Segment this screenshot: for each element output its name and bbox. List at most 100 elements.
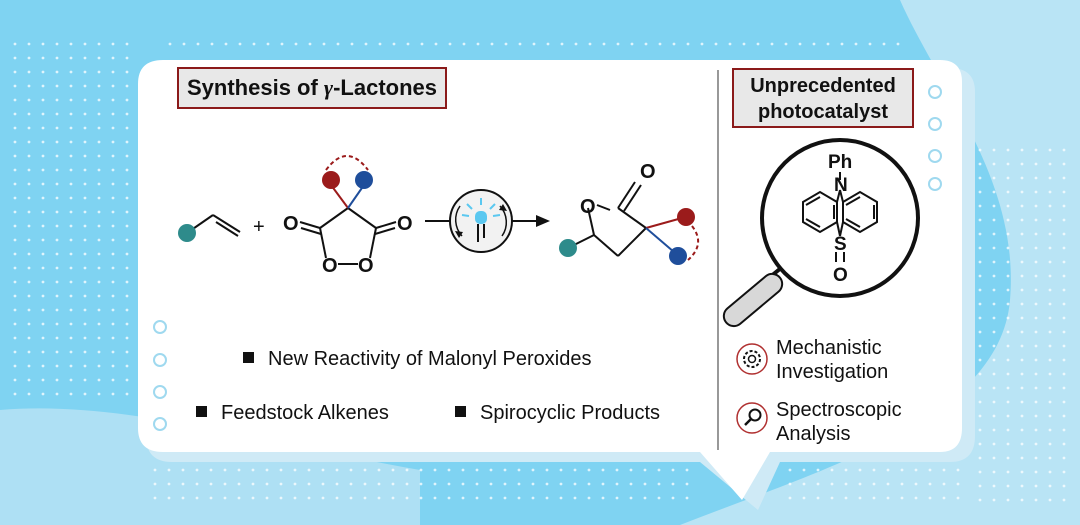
bullet-text: Spirocyclic Products (480, 402, 661, 424)
background-dot (1034, 148, 1038, 152)
background-dot (55, 42, 59, 46)
background-dot (111, 168, 115, 172)
background-dot (97, 154, 101, 158)
bullet-feedstock-alkenes: Feedstock Alkenes (196, 402, 389, 425)
background-dot (812, 42, 816, 46)
background-dot (1048, 288, 1052, 292)
background-dot (671, 468, 675, 472)
background-dot (111, 84, 115, 88)
background-dot (41, 322, 45, 326)
background-dot (1062, 316, 1066, 320)
background-dot (433, 496, 437, 500)
background-dot (27, 336, 31, 340)
background-dot (69, 70, 73, 74)
background-dot (69, 392, 73, 396)
background-dot (1062, 428, 1066, 432)
background-dot (182, 42, 186, 46)
feature-line2: Investigation (776, 361, 889, 383)
background-dot (13, 140, 17, 144)
background-dot (1006, 372, 1010, 376)
background-dot (97, 308, 101, 312)
background-dot (41, 266, 45, 270)
background-dot (181, 482, 185, 486)
background-dot (111, 378, 115, 382)
background-dot (1034, 218, 1038, 222)
background-dot (13, 322, 17, 326)
background-dot (125, 350, 129, 354)
background-dot (335, 482, 339, 486)
background-dot (992, 246, 996, 250)
background-dot (872, 468, 876, 472)
magnifier-icon (736, 402, 768, 434)
background-dot (125, 378, 129, 382)
background-dot (992, 428, 996, 432)
background-dot (587, 468, 591, 472)
background-dot (1020, 218, 1024, 222)
background-dot (55, 182, 59, 186)
background-dot (111, 350, 115, 354)
background-dot (601, 496, 605, 500)
background-dot (1020, 484, 1024, 488)
background-dot (83, 266, 87, 270)
background-dot (587, 496, 591, 500)
background-dot (728, 42, 732, 46)
background-dot (462, 42, 466, 46)
background-dot (978, 316, 982, 320)
background-dot (1006, 442, 1010, 446)
red-substituent (322, 171, 340, 189)
phenothiazine-sulfoxide (802, 172, 878, 262)
background-dot (13, 252, 17, 256)
background-dot (27, 98, 31, 102)
background-dot (978, 148, 982, 152)
background-dot (545, 482, 549, 486)
background-dot (125, 294, 129, 298)
background-dot (111, 266, 115, 270)
background-dot (111, 308, 115, 312)
background-dot (69, 210, 73, 214)
background-dot (69, 112, 73, 116)
background-dot (858, 496, 862, 500)
background-dot (992, 442, 996, 446)
background-dot (27, 56, 31, 60)
background-dot (1048, 246, 1052, 250)
background-dot (55, 322, 59, 326)
background-dot (1034, 428, 1038, 432)
background-dot (545, 496, 549, 500)
background-dot (1020, 204, 1024, 208)
background-dot (83, 336, 87, 340)
background-dot (992, 400, 996, 404)
background-dot (1020, 414, 1024, 418)
background-dot (978, 400, 982, 404)
background-dot (363, 468, 367, 472)
background-dot (13, 70, 17, 74)
background-dot (992, 232, 996, 236)
background-dot (1006, 386, 1010, 390)
background-dot (55, 126, 59, 130)
background-dot (55, 84, 59, 88)
background-dot (461, 482, 465, 486)
background-dot (69, 224, 73, 228)
background-dot (461, 468, 465, 472)
background-dot (83, 378, 87, 382)
background-dot (13, 378, 17, 382)
background-dot (111, 154, 115, 158)
background-dot (41, 84, 45, 88)
background-dot (125, 98, 129, 102)
background-dot (111, 252, 115, 256)
background-dot (224, 42, 228, 46)
bullet-spirocyclic-products: Spirocyclic Products (455, 402, 660, 425)
background-dot (321, 482, 325, 486)
background-dot (350, 42, 354, 46)
background-dot (97, 224, 101, 228)
background-dot (252, 42, 256, 46)
background-dot (111, 392, 115, 396)
background-dot (55, 252, 59, 256)
background-dot (55, 210, 59, 214)
background-dot (27, 140, 31, 144)
background-dot (125, 210, 129, 214)
background-dot (55, 378, 59, 382)
background-dot (27, 154, 31, 158)
background-dot (13, 280, 17, 284)
background-dot (125, 112, 129, 116)
background-dot (27, 126, 31, 130)
